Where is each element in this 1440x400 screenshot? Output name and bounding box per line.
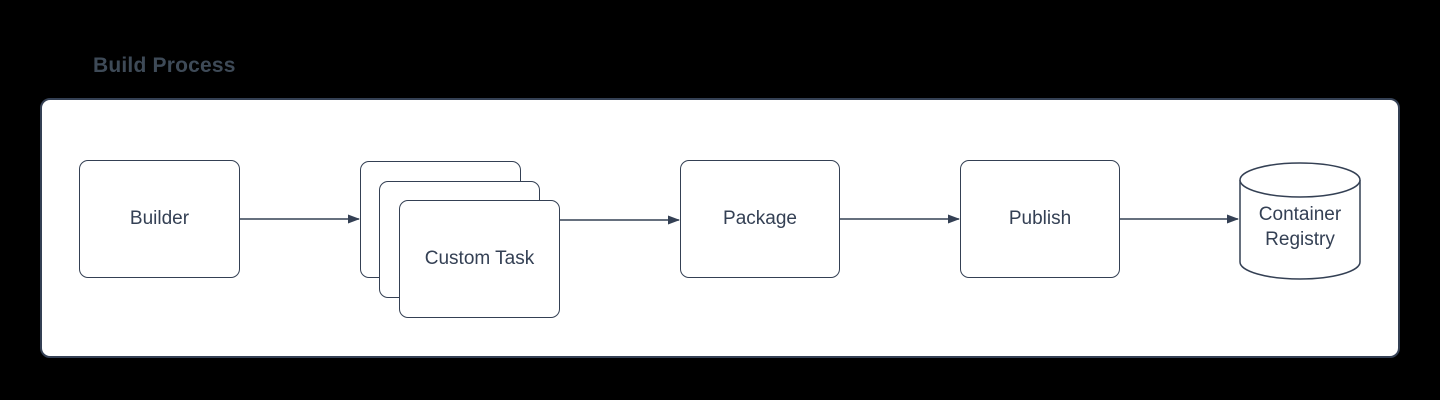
node-publish-label: Publish: [1008, 208, 1072, 229]
node-container-registry[interactable]: Container Registry: [1239, 162, 1361, 280]
page-title: Build Process: [93, 54, 236, 77]
node-container-registry-label: Container Registry: [1258, 204, 1342, 250]
node-builder-label: Builder: [129, 208, 190, 229]
node-builder[interactable]: Builder: [79, 160, 240, 278]
diagram-canvas[interactable]: Builder Custom Task Custom Task Custom T…: [40, 98, 1400, 358]
node-custom-task-label: Custom Task: [424, 248, 535, 269]
node-package-label: Package: [723, 208, 797, 229]
cylinder-shape-icon: [1239, 162, 1361, 280]
node-package[interactable]: Package: [680, 160, 840, 278]
node-publish[interactable]: Publish: [960, 160, 1120, 278]
node-custom-task[interactable]: Custom Task: [399, 200, 560, 318]
flow-arrows: [240, 214, 1239, 225]
